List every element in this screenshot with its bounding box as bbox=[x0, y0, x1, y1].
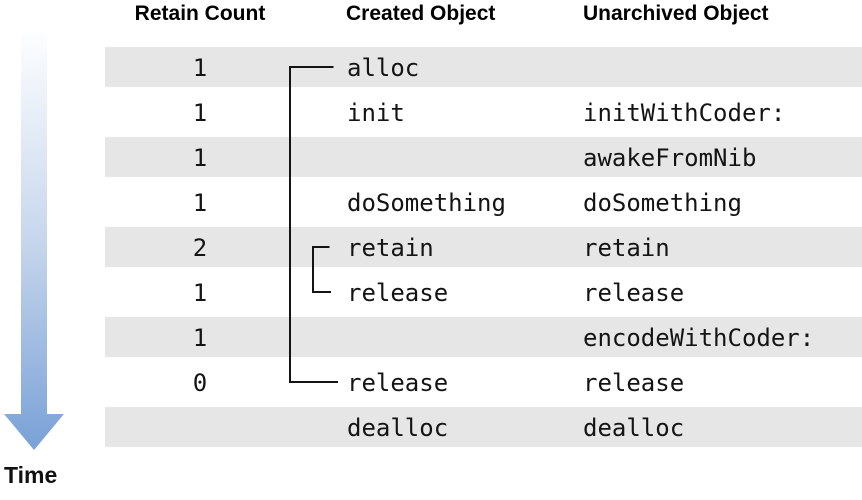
unarchived-object-method: release bbox=[583, 369, 685, 397]
unarchived-object-method: release bbox=[583, 279, 685, 307]
retain-count-value: 1 bbox=[192, 99, 208, 127]
created-object-method: release bbox=[347, 279, 449, 307]
column-header-retain-count: Retain Count bbox=[134, 2, 266, 25]
unarchived-object-method: initWithCoder: bbox=[583, 99, 786, 127]
retain-count-value: 1 bbox=[192, 189, 208, 217]
unarchived-object-method: doSomething bbox=[583, 189, 742, 217]
table-row: 1 init initWithCoder: bbox=[105, 92, 862, 132]
retain-count-value: 0 bbox=[192, 369, 208, 397]
table-row: 0 release release bbox=[105, 362, 862, 402]
unarchived-object-method: encodeWithCoder: bbox=[583, 324, 815, 352]
created-object-method: retain bbox=[347, 234, 434, 262]
unarchived-object-method: dealloc bbox=[583, 414, 685, 442]
column-header-created-object: Created Object bbox=[346, 2, 496, 25]
created-object-method: init bbox=[347, 99, 405, 127]
unarchived-object-method: awakeFromNib bbox=[583, 144, 757, 172]
unarchived-object-method: retain bbox=[583, 234, 670, 262]
retain-count-value: 1 bbox=[192, 324, 208, 352]
table-row: 1 release release bbox=[105, 272, 862, 312]
created-object-method: dealloc bbox=[347, 414, 449, 442]
created-object-method: release bbox=[347, 369, 449, 397]
created-object-method: doSomething bbox=[347, 189, 506, 217]
retain-count-value bbox=[105, 407, 295, 447]
table-row: 2 retain retain bbox=[105, 227, 862, 267]
lifecycle-table: 1 alloc 1 init initWithCoder: 1 awakeFromNib 1 d… bbox=[105, 47, 862, 452]
table-row: 1 doSomething doSomething bbox=[105, 182, 862, 222]
retain-count-value: 1 bbox=[192, 279, 208, 307]
table-row: 1 alloc bbox=[105, 47, 862, 87]
retain-count-value: 1 bbox=[192, 54, 208, 82]
retain-count-value: 1 bbox=[192, 144, 208, 172]
retain-count-value: 2 bbox=[192, 234, 208, 262]
time-axis-label: Time bbox=[4, 462, 58, 488]
created-object-method: alloc bbox=[347, 54, 420, 82]
column-header-unarchived-object: Unarchived Object bbox=[583, 2, 769, 25]
table-row: 1 awakeFromNib bbox=[105, 137, 862, 177]
down-arrow-icon bbox=[4, 32, 64, 450]
table-row: dealloc dealloc bbox=[105, 407, 862, 447]
table-row: 1 encodeWithCoder: bbox=[105, 317, 862, 357]
